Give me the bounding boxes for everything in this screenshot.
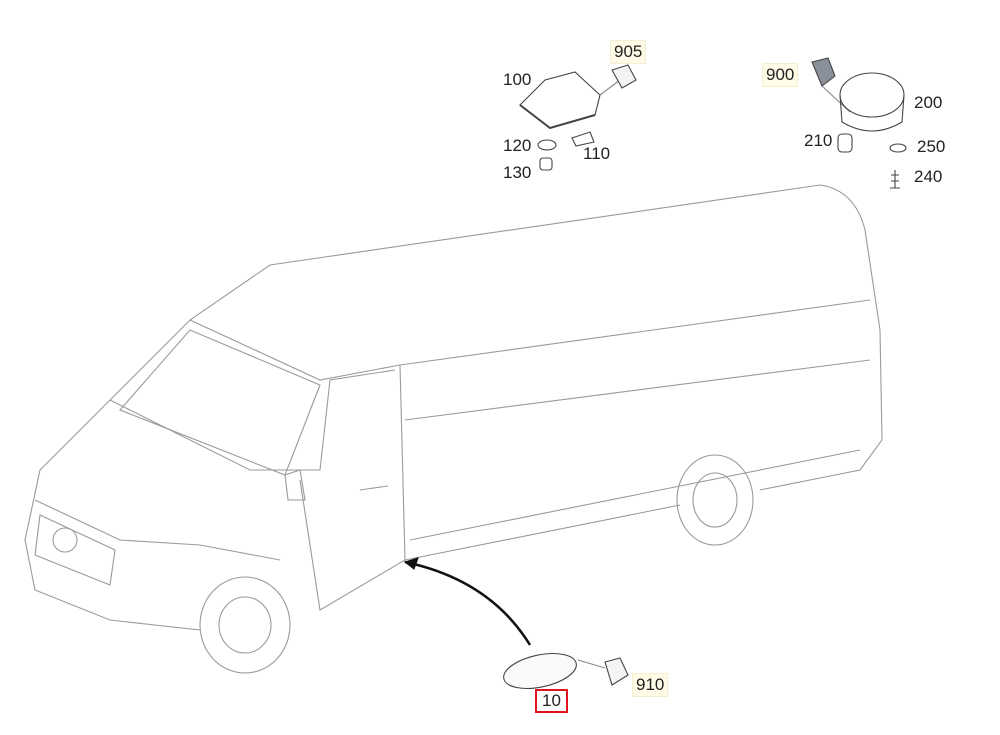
callout-910[interactable]: 910 [632, 673, 669, 697]
part-100-drawing [519, 64, 637, 171]
callout-905[interactable]: 905 [610, 40, 647, 64]
callout-130[interactable]: 130 [503, 163, 532, 182]
part-200-drawing [811, 57, 907, 189]
callout-250[interactable]: 250 [917, 137, 946, 156]
callout-10-selected[interactable]: 10 [535, 689, 568, 713]
callout-110[interactable]: 110 [583, 144, 611, 163]
van-body [24, 184, 883, 674]
part-10-drawing [503, 653, 629, 689]
callout-100[interactable]: 100 [503, 70, 532, 89]
callout-210[interactable]: 210 [804, 131, 833, 150]
callout-900[interactable]: 900 [762, 63, 799, 87]
callout-240[interactable]: 240 [914, 167, 943, 186]
location-arrow [404, 560, 532, 646]
callout-200[interactable]: 200 [914, 93, 943, 112]
callout-120[interactable]: 120 [503, 136, 532, 155]
